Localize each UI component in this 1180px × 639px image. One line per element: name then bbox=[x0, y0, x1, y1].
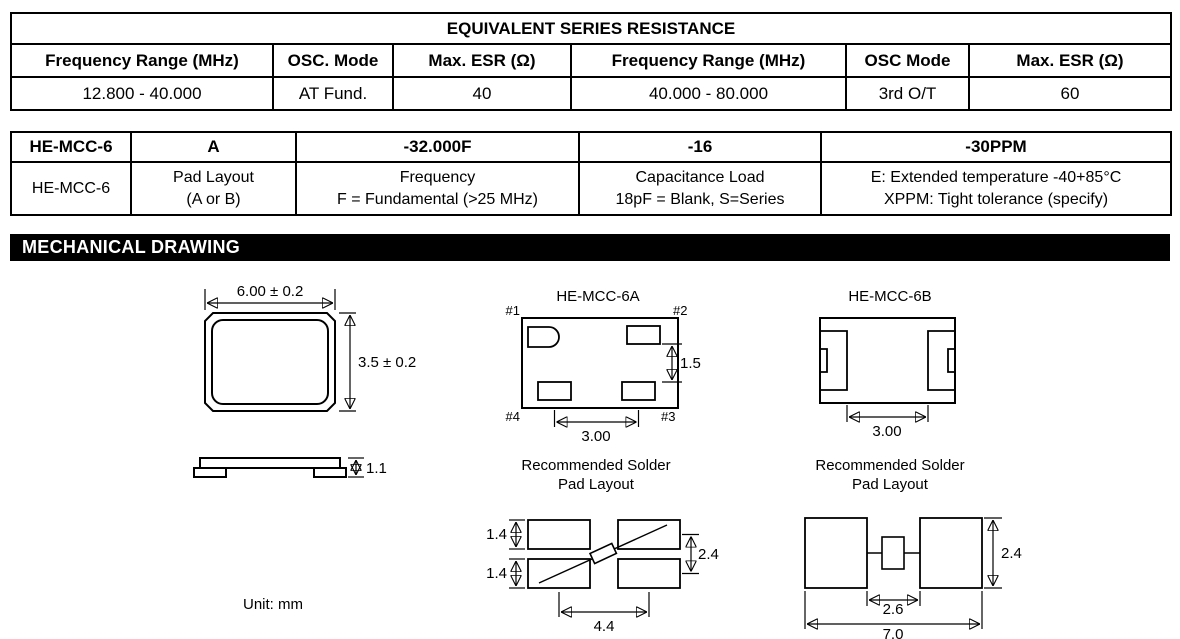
variant-b-solder-pads bbox=[804, 517, 983, 590]
package-top-view bbox=[204, 312, 336, 413]
esr-value-max-esr-1: 40 bbox=[392, 76, 572, 111]
variant-a-solder-dim-right: 2.4 bbox=[682, 534, 719, 575]
esr-header-max-esr-1: Max. ESR (Ω) bbox=[392, 43, 572, 78]
variant-a-pad-gap-label: 1.5 bbox=[680, 355, 701, 372]
esr-value-max-esr-2: 60 bbox=[967, 76, 1173, 111]
ordering-part-cell: HE-MCC-6 bbox=[10, 160, 132, 217]
variant-b-crystal-body bbox=[881, 536, 905, 570]
pin-2-label: #2 bbox=[673, 303, 687, 318]
package-width-dimension: 6.00 ± 0.2 bbox=[204, 283, 336, 311]
variant-b-title: HE-MCC-6B bbox=[848, 288, 931, 305]
variant-a-drawing: HE-MCC-6A #1 #2 #3 #4 1.5 bbox=[486, 288, 719, 635]
variant-b-dim-inner-label: 2.6 bbox=[883, 601, 904, 618]
ordering-frequency-cell: Frequency F = Fundamental (>25 MHz) bbox=[295, 160, 580, 217]
frequency-line1: Frequency bbox=[399, 169, 476, 186]
variant-a-pad-pitch-label: 3.00 bbox=[581, 428, 610, 445]
esr-value-freq-range-2: 40.000 - 80.000 bbox=[570, 76, 847, 111]
variant-a-solder-dim-left-top: 1.4 bbox=[486, 519, 525, 550]
capload-line2: 18pF = Blank, S=Series bbox=[615, 190, 785, 208]
variant-b-pad-pitch-dimension: 3.00 bbox=[846, 405, 929, 440]
variant-a-top-view-outline bbox=[521, 317, 679, 410]
variant-b-solder-dim-inner: 2.6 bbox=[866, 591, 921, 618]
esr-header-freq-range-1: Frequency Range (MHz) bbox=[10, 43, 274, 78]
ordering-description-row: HE-MCC-6 Pad Layout (A or B) Frequency F… bbox=[10, 160, 1172, 217]
variant-a-title: HE-MCC-6A bbox=[556, 288, 639, 305]
package-height-dim-label: 3.5 ± 0.2 bbox=[358, 354, 416, 371]
variant-b-drawing: HE-MCC-6B 3.00 Recommended Solder Pad La… bbox=[804, 288, 1022, 639]
ordering-header-frequency-code: -32.000F bbox=[295, 131, 580, 163]
esr-value-osc-mode-1: AT Fund. bbox=[272, 76, 394, 111]
variant-b-solder-caption-line1: Recommended Solder bbox=[815, 457, 964, 474]
package-height-dimension: 3.5 ± 0.2 bbox=[339, 312, 416, 412]
variant-b-top-view-outline bbox=[819, 317, 956, 405]
esr-header-row: Frequency Range (MHz) OSC. Mode Max. ESR… bbox=[10, 43, 1173, 78]
package-width-dim-label: 6.00 ± 0.2 bbox=[237, 283, 304, 300]
ordering-header-tolerance-code: -30PPM bbox=[820, 131, 1172, 163]
ordering-table: HE-MCC-6 A -32.000F -16 -30PPM HE-MCC-6 … bbox=[10, 131, 1172, 217]
ordering-header-pad-code: A bbox=[130, 131, 297, 163]
variant-a-solder-pads bbox=[527, 519, 681, 590]
variant-b-pads bbox=[819, 330, 956, 392]
esr-table: EQUIVALENT SERIES RESISTANCE Frequency R… bbox=[9, 12, 1173, 111]
variant-b-solder-dim-outer: 7.0 bbox=[804, 591, 983, 639]
variant-b-dim-right-label: 2.4 bbox=[1001, 545, 1022, 562]
variant-a-pad-pitch-dimension: 3.00 bbox=[553, 410, 640, 445]
ordering-pad-layout-cell: Pad Layout (A or B) bbox=[130, 160, 297, 217]
mechanical-drawing-section-header: MECHANICAL DRAWING bbox=[10, 234, 1170, 262]
esr-header-freq-range-2: Frequency Range (MHz) bbox=[570, 43, 847, 78]
esr-value-freq-range-1: 12.800 - 40.000 bbox=[10, 76, 274, 111]
pin-4-label: #4 bbox=[506, 409, 520, 424]
variant-a-dim-bottom-label: 4.4 bbox=[594, 618, 615, 635]
ordering-options-cell: E: Extended temperature -40+85°C XPPM: T… bbox=[820, 160, 1172, 217]
ordering-header-row: HE-MCC-6 A -32.000F -16 -30PPM bbox=[10, 131, 1172, 163]
pad-layout-line1: Pad Layout bbox=[173, 169, 254, 186]
capload-line1: Capacitance Load bbox=[635, 169, 765, 186]
esr-header-osc-mode-2: OSC Mode bbox=[845, 43, 970, 78]
unit-label: Unit: mm bbox=[243, 596, 303, 613]
esr-header-max-esr-2: Max. ESR (Ω) bbox=[967, 43, 1173, 78]
pin-3-label: #3 bbox=[661, 409, 675, 424]
esr-value-osc-mode-2: 3rd O/T bbox=[845, 76, 970, 111]
mechanical-drawings-area: 6.00 ± 0.2 3.5 ± 0.2 bbox=[10, 261, 1180, 639]
variant-a-crystal-body bbox=[588, 542, 618, 565]
variant-a-pad-gap-dimension: 1.5 bbox=[662, 343, 701, 383]
pin-1-label: #1 bbox=[506, 303, 520, 318]
package-dimension-drawing: 6.00 ± 0.2 3.5 ± 0.2 bbox=[193, 283, 416, 613]
options-line1: E: Extended temperature -40+85°C bbox=[870, 169, 1122, 186]
esr-header-osc-mode-1: OSC. Mode bbox=[272, 43, 394, 78]
ordering-capload-cell: Capacitance Load 18pF = Blank, S=Series bbox=[578, 160, 822, 217]
section-title: MECHANICAL DRAWING bbox=[22, 237, 241, 258]
variant-a-solder-caption-line2: Pad Layout bbox=[558, 476, 635, 493]
variant-a-pads bbox=[527, 325, 661, 402]
variant-b-dim-outer-label: 7.0 bbox=[883, 626, 904, 639]
esr-table-title: EQUIVALENT SERIES RESISTANCE bbox=[9, 12, 1173, 45]
options-line2: XPPM: Tight tolerance (specify) bbox=[883, 190, 1109, 208]
variant-a-dim-left-top-label: 1.4 bbox=[486, 526, 507, 543]
variant-a-solder-dim-bottom: 4.4 bbox=[558, 592, 650, 635]
variant-b-solder-dim-right: 2.4 bbox=[984, 517, 1022, 589]
ordering-header-capload-code: -16 bbox=[578, 131, 822, 163]
variant-a-solder-caption-line1: Recommended Solder bbox=[521, 457, 670, 474]
variant-b-solder-caption-line2: Pad Layout bbox=[852, 476, 929, 493]
variant-b-pad-pitch-label: 3.00 bbox=[872, 423, 901, 440]
variant-a-solder-dim-left-bottom: 1.4 bbox=[486, 558, 525, 589]
package-thickness-dimension: 1.1 bbox=[348, 457, 387, 478]
variant-a-dim-left-bottom-label: 1.4 bbox=[486, 565, 507, 582]
ordering-header-part: HE-MCC-6 bbox=[10, 131, 132, 163]
package-side-view bbox=[193, 457, 347, 479]
frequency-line2: F = Fundamental (>25 MHz) bbox=[337, 190, 538, 208]
pad-layout-line2: (A or B) bbox=[186, 190, 241, 208]
esr-value-row: 12.800 - 40.000 AT Fund. 40 40.000 - 80.… bbox=[10, 76, 1173, 111]
esr-title-row: EQUIVALENT SERIES RESISTANCE bbox=[9, 12, 1173, 45]
package-thickness-dim-label: 1.1 bbox=[366, 460, 387, 477]
variant-a-dim-right-label: 2.4 bbox=[698, 546, 719, 563]
